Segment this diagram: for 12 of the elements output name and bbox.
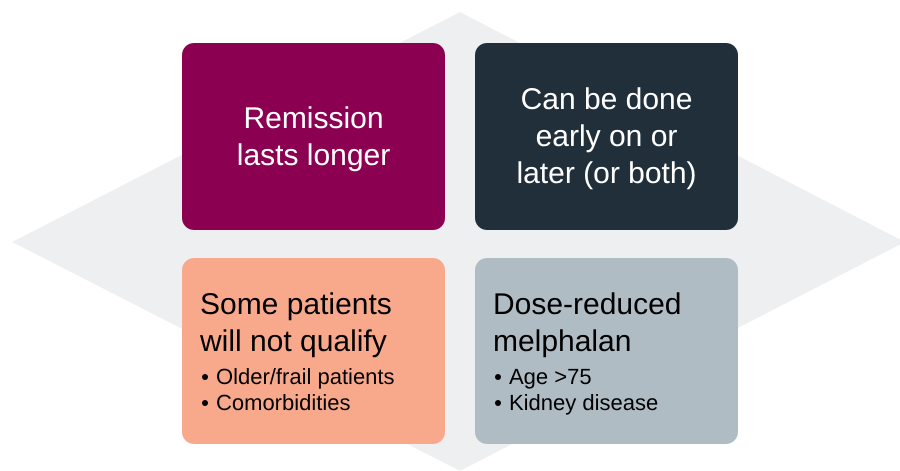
bullet-item: Comorbidities — [216, 390, 350, 416]
card-heading: Dose-reduced melphalan — [493, 287, 682, 360]
text-card — [182, 258, 445, 444]
card-heading: Can be done early on or later (or both) — [515, 82, 698, 192]
text-card — [475, 43, 738, 230]
text-card — [475, 258, 738, 444]
card-heading: Some patients will not qualify — [200, 287, 393, 360]
bullet-item: Older/frail patients — [216, 364, 395, 390]
bullet-item: Kidney disease — [509, 390, 658, 416]
text-card — [182, 43, 445, 230]
bullet-item: Age >75 — [509, 364, 592, 390]
card-heading: Remission lasts longer — [236, 100, 392, 174]
